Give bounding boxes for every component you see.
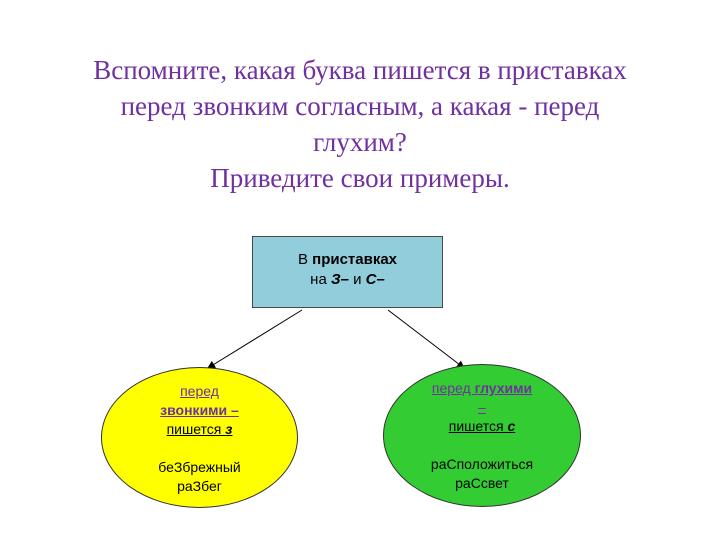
left-rule-line-3: пишется з: [102, 420, 297, 439]
title-line-4: Приведите свои примеры.: [210, 163, 510, 193]
title-line-3: глухим?: [313, 127, 407, 157]
right-rule-text: перед: [431, 380, 475, 396]
top-box-line-1: В приставках: [253, 250, 442, 270]
top-box-text-2: на: [310, 271, 331, 288]
left-example-1: беЗбрежный: [158, 459, 241, 475]
right-example-1: раСположиться: [430, 456, 534, 472]
right-rule-text-2: пишется: [448, 418, 508, 434]
top-box-and: и: [348, 271, 366, 288]
title-line-2: перед звонким согласным, а какая - перед: [120, 91, 600, 121]
arrow-to-left-ellipse: [207, 309, 303, 369]
prefix-s-label: С–: [365, 271, 385, 288]
title-line-1: Вспомните, какая буква пишется в пристав…: [93, 55, 627, 85]
left-rule-line-1: перед: [180, 383, 219, 399]
right-rule-letter: с: [507, 418, 516, 434]
arrow-to-right-ellipse: [387, 309, 465, 369]
top-box-prefixes: В приставках на З– и С–: [252, 236, 443, 308]
left-ellipse-voiced: перед звонкими – пишется з беЗбрежный ра…: [101, 367, 298, 508]
left-example-2: раЗбег: [177, 478, 222, 494]
left-rule-line-2: звонкими –: [160, 402, 239, 418]
page-title: Вспомните, какая буква пишется в пристав…: [0, 52, 720, 196]
prefix-z-label: З–: [330, 271, 349, 288]
left-rule-text: пишется: [166, 421, 226, 437]
right-rule-line-1: перед глухими: [384, 379, 580, 398]
top-box-text: В: [297, 251, 313, 268]
right-rule-line-2: –: [478, 399, 486, 415]
right-example-2: раСсвет: [455, 475, 509, 491]
right-ellipse-voiceless: перед глухими – пишется с раСположиться …: [383, 364, 581, 507]
right-rule-keyword: глухими: [474, 380, 533, 396]
right-rule-line-3: пишется с: [384, 417, 580, 436]
top-box-keyword: приставках: [312, 251, 398, 268]
left-rule-letter: з: [225, 421, 233, 437]
top-box-line-2: на З– и С–: [253, 270, 442, 290]
